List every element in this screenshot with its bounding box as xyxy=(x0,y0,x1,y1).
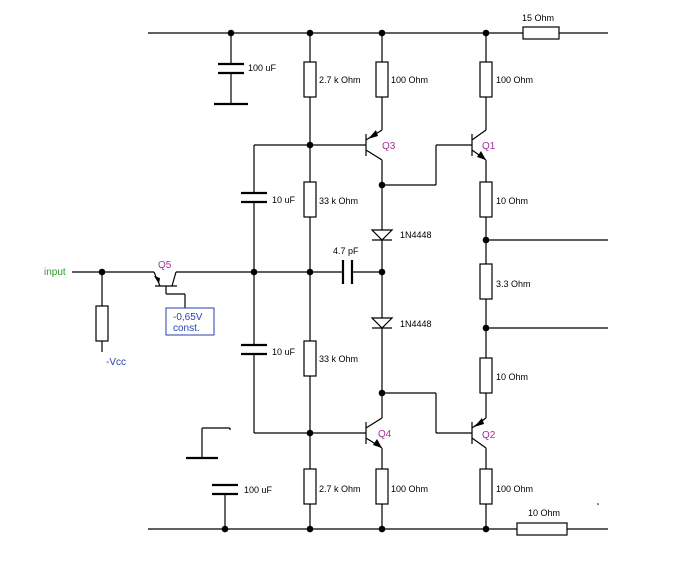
resistor-q5-vcc xyxy=(95,305,109,342)
label-r-100-q1: 100 Ohm xyxy=(496,75,533,85)
resistor-2k7-top xyxy=(303,61,317,98)
transistor-q3 xyxy=(365,129,383,161)
junction-dots xyxy=(98,29,599,533)
label-q1: Q1 xyxy=(482,141,496,152)
label-r-3p3: 3.3 Ohm xyxy=(496,279,531,289)
label-c-10uf-top: 10 uF xyxy=(272,195,296,205)
capacitor-10uf-bottom xyxy=(241,343,267,356)
label-q4: Q4 xyxy=(378,429,392,440)
label-c-10uf-bottom: 10 uF xyxy=(272,347,296,357)
label-q5: Q5 xyxy=(158,260,172,271)
label-r-100-q3: 100 Ohm xyxy=(391,75,428,85)
resistor-15-ohm xyxy=(522,26,560,40)
label-q2: Q2 xyxy=(482,430,496,441)
resistor-2k7-bottom xyxy=(303,468,317,505)
resistor-100-q1 xyxy=(479,61,493,98)
transistor-q2 xyxy=(471,417,487,449)
transistor-q5 xyxy=(153,271,177,287)
label-r-33k-bottom: 33 k Ohm xyxy=(319,354,358,364)
label-r-10-bottom: 10 Ohm xyxy=(528,508,560,518)
label-input: input xyxy=(44,267,66,278)
resistor-33k-top xyxy=(303,181,317,218)
diode-1n4448-top xyxy=(370,229,394,241)
label-r-2k7-bottom: 2.7 k Ohm xyxy=(319,484,361,494)
resistor-100-q4 xyxy=(375,468,389,505)
capacitor-100uf-bottom xyxy=(186,456,238,496)
resistor-10-q1 xyxy=(479,181,493,218)
label-r-33k-top: 33 k Ohm xyxy=(319,196,358,206)
label-r-10-q1: 10 Ohm xyxy=(496,196,528,206)
label-r-10-q2: 10 Ohm xyxy=(496,372,528,382)
transistor-q4 xyxy=(365,417,383,449)
label-d-bottom: 1N4448 xyxy=(400,319,432,329)
resistor-100-q2 xyxy=(479,468,493,505)
transistor-q1 xyxy=(471,129,487,161)
label-r-100-q2: 100 Ohm xyxy=(496,484,533,494)
diode-1n4448-bottom xyxy=(370,317,394,329)
label-c-100uf-bottom: 100 uF xyxy=(244,485,273,495)
label-box-line1: -0,65V xyxy=(173,312,203,323)
capacitor-10uf-top xyxy=(241,191,267,204)
resistor-3p3-ohm xyxy=(479,263,493,300)
label-c-100uf-top: 100 uF xyxy=(248,63,277,73)
label-q3: Q3 xyxy=(382,141,396,152)
resistor-10-bottom xyxy=(516,522,568,536)
label-c-4p7: 4.7 pF xyxy=(333,246,359,256)
label-vcc: -Vcc xyxy=(106,357,126,368)
capacitor-4p7pf xyxy=(341,260,354,284)
label-box-line2: const. xyxy=(173,323,200,334)
label-r-2k7-top: 2.7 k Ohm xyxy=(319,75,361,85)
label-r-100-q4: 100 Ohm xyxy=(391,484,428,494)
resistor-33k-bottom xyxy=(303,340,317,377)
label-d-top: 1N4448 xyxy=(400,230,432,240)
resistor-100-q3 xyxy=(375,61,389,98)
resistor-10-q2 xyxy=(479,357,493,394)
label-r-15: 15 Ohm xyxy=(522,13,554,23)
bias-voltage-box xyxy=(165,307,215,336)
capacitor-100uf-top xyxy=(214,62,248,106)
